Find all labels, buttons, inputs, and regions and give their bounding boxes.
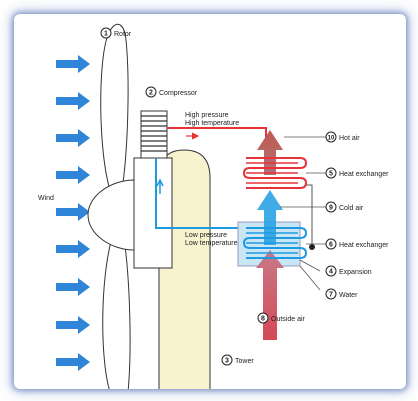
high-temperature-label: High temperature [185, 120, 239, 127]
hot-air-arrow [257, 130, 283, 175]
callout-heat-exchanger-bottom: 6 Heat exchanger [325, 238, 389, 250]
cold-refrigerant-line [155, 158, 246, 229]
callout-heat-exchanger-top: 5 Heat exchanger [325, 167, 389, 179]
callout-outside-air: 8 Outside air [257, 312, 306, 324]
svg-text:9: 9 [329, 205, 333, 212]
wind-arrow [56, 278, 90, 296]
wind-heat-pump-diagram: 1 Rotor 2 Compressor 10 Hot air 5 Heat e… [38, 23, 389, 389]
rotor-blade-bottom [102, 237, 131, 389]
diagram-frame: 1 Rotor 2 Compressor 10 Hot air 5 Heat e… [14, 14, 406, 389]
svg-text:7: 7 [329, 292, 333, 299]
water-label: Water [339, 292, 358, 299]
svg-text:3: 3 [225, 358, 229, 365]
cold-air-label: Cold air [339, 205, 364, 212]
callout-tower: 3 Tower [221, 354, 254, 366]
expansion-valve [309, 244, 315, 250]
tower-label: Tower [235, 358, 254, 365]
expansion-label: Expansion [339, 269, 372, 276]
wind-arrow [56, 316, 90, 334]
rotor-label: Rotor [114, 31, 132, 38]
rotor-blade-top [100, 23, 129, 191]
svg-text:5: 5 [329, 171, 333, 178]
heat-exchanger-top [242, 157, 308, 189]
heat-exchanger-top-label: Heat exchanger [339, 171, 389, 178]
cold-return-arrowhead [156, 178, 164, 187]
hot-air-label: Hot air [339, 135, 360, 142]
svg-text:4: 4 [329, 269, 333, 276]
callout-expansion: 4 Expansion [325, 265, 372, 277]
compressor [140, 110, 168, 159]
svg-text:6: 6 [329, 242, 333, 249]
low-temperature-label: Low temperature [185, 240, 238, 247]
svg-text:2: 2 [149, 90, 153, 97]
callout-compressor: 2 Compressor [145, 86, 198, 98]
rotor-hub [87, 179, 135, 251]
svg-text:1: 1 [104, 31, 108, 38]
callout-rotor: 1 Rotor [100, 27, 132, 39]
wind-arrow [56, 92, 90, 110]
svg-text:10: 10 [328, 136, 335, 142]
outside-air-arrow [256, 250, 284, 340]
leader-lines [280, 136, 326, 291]
callout-cold-air: 9 Cold air [325, 201, 364, 213]
rotor [100, 23, 131, 389]
heat-exchanger-bottom [242, 227, 308, 259]
cold-air-arrow [257, 190, 283, 245]
wind-arrow [56, 129, 90, 147]
heat-exchanger-bottom-label: Heat exchanger [339, 242, 389, 249]
expansion-connector [305, 184, 313, 247]
wind-arrow [56, 240, 90, 258]
wind-arrow [56, 203, 90, 221]
wind-label: Wind [38, 195, 54, 202]
hot-refrigerant-line [167, 127, 267, 150]
nacelle [133, 157, 173, 269]
outside-air-label: Outside air [271, 316, 306, 323]
callouts: 1 Rotor 2 Compressor 10 Hot air 5 Heat e… [100, 27, 389, 366]
high-pressure-label: High pressure [185, 112, 229, 119]
callout-water: 7 Water [325, 288, 358, 300]
low-pressure-label: Low pressure [185, 232, 227, 239]
compressor-label: Compressor [159, 90, 198, 97]
svg-text:8: 8 [261, 316, 265, 323]
wind-arrow [56, 166, 90, 184]
callout-hot-air: 10 Hot air [325, 131, 360, 143]
wind-arrows [56, 55, 90, 371]
wind-arrow [56, 353, 90, 371]
wind-arrow [56, 55, 90, 73]
